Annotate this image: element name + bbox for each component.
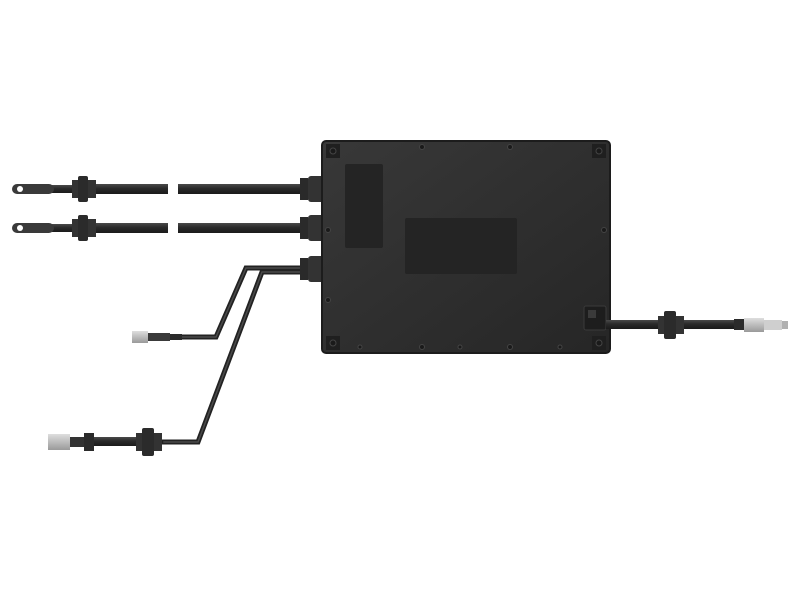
- cable-gland-icon: [136, 428, 162, 456]
- multi-pin-plug-icon: [744, 318, 788, 332]
- cable-lower-pair: [161, 265, 308, 445]
- plug-bottom-left-icon: [48, 433, 138, 451]
- ring-terminal-icon: [12, 223, 54, 233]
- label-panel-vertical: [345, 164, 383, 248]
- cable-gland-icon: [658, 311, 684, 339]
- cable-gland-icon: [72, 176, 96, 202]
- cable-right: [606, 311, 788, 339]
- cable-top-left-1: [12, 176, 304, 202]
- cable-top-left-2: [12, 215, 304, 241]
- box-housing-icon: [321, 140, 611, 354]
- ring-terminal-icon: [12, 184, 54, 194]
- cable-gland-icon: [300, 256, 324, 282]
- cable-gland-icon: [300, 176, 324, 202]
- housing-glands: [300, 176, 324, 282]
- cable-gland-icon: [72, 215, 96, 241]
- cable-gland-icon: [300, 215, 324, 241]
- label-panel-horizontal: [405, 218, 517, 274]
- plug-small-left-icon: [132, 331, 182, 343]
